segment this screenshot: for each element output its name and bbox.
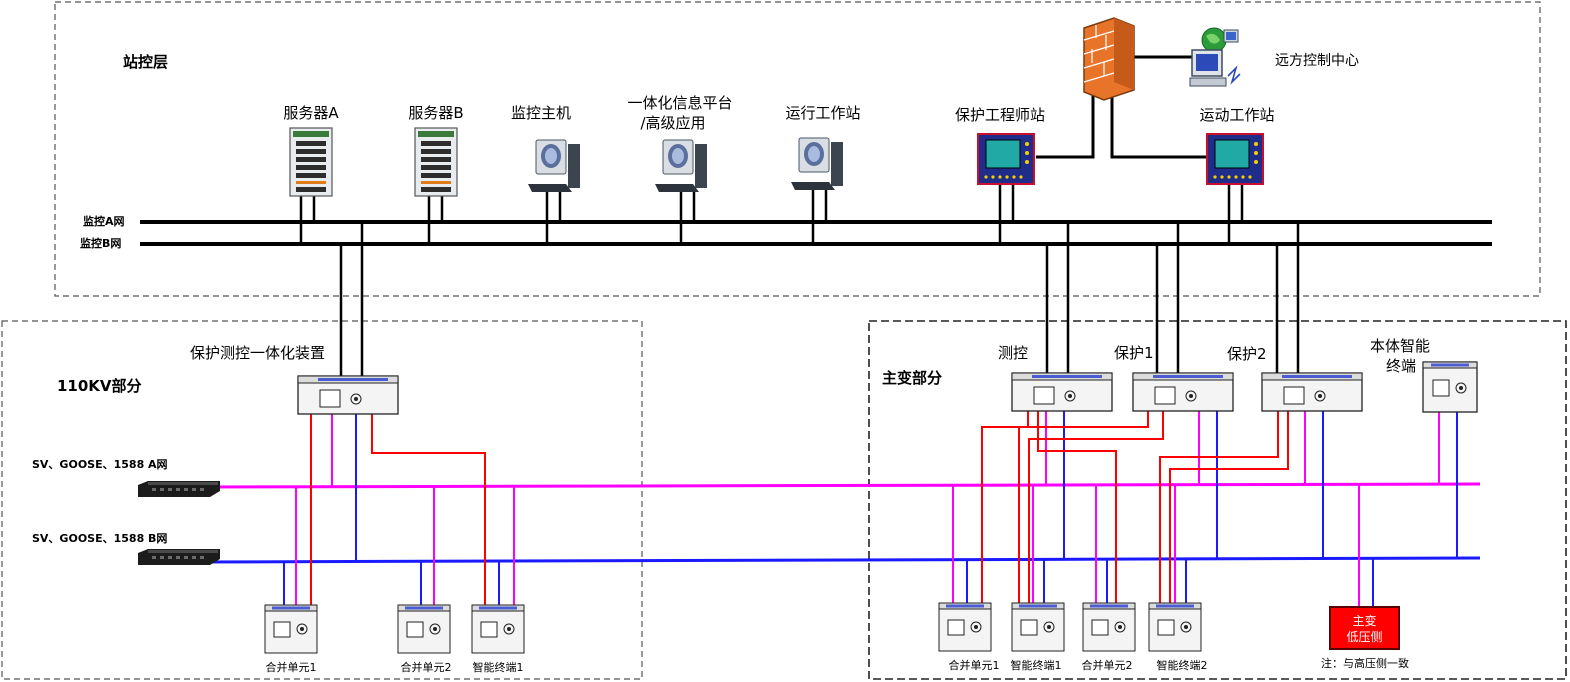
field-unit-icon bbox=[1082, 602, 1136, 652]
kv110-mu2-label: 合并单元2 bbox=[400, 661, 452, 674]
lv-box-line1: 主变 bbox=[1352, 614, 1377, 628]
lv-box-line2: 低压侧 bbox=[1346, 630, 1383, 644]
prot1-label: 保护1 bbox=[1114, 344, 1154, 362]
kv110-it1-label: 智能终端1 bbox=[472, 661, 524, 674]
protection-device-icon bbox=[1132, 372, 1234, 412]
field-unit-icon bbox=[264, 604, 318, 654]
server-a-label: 服务器A bbox=[283, 104, 339, 122]
remote-center-icon bbox=[1189, 27, 1241, 87]
computer-icon bbox=[528, 139, 580, 192]
body-terminal-icon bbox=[1422, 361, 1478, 413]
transformer-lv-box: 主变 低压侧 bbox=[1329, 606, 1400, 650]
bus-b-label: 监控B网 bbox=[80, 237, 122, 250]
bus-trunks bbox=[339, 222, 1300, 377]
kv110-mu1-label: 合并单元1 bbox=[265, 661, 317, 674]
lv-note-label: 注：与高压侧一致 bbox=[1321, 657, 1409, 670]
prot2-label: 保护2 bbox=[1227, 345, 1267, 363]
tr-it1-label: 智能终端1 bbox=[1010, 659, 1062, 672]
server-b-label: 服务器B bbox=[408, 104, 464, 122]
protection-device-icon bbox=[297, 375, 399, 415]
net-b-line bbox=[199, 556, 1481, 564]
tr-mu1-label: 合并单元1 bbox=[948, 659, 1000, 672]
bus-a-label: 监控A网 bbox=[83, 215, 125, 228]
net-b-label: SV、GOOSE、1588 B网 bbox=[32, 532, 168, 545]
body-terminal-label-1: 本体智能 bbox=[1369, 337, 1431, 355]
switch-icon bbox=[138, 549, 220, 565]
server-icon bbox=[414, 127, 458, 197]
field-unit-icon bbox=[397, 604, 451, 654]
field-unit-icon bbox=[1011, 602, 1065, 652]
tr-it2-label: 智能终端2 bbox=[1156, 659, 1208, 672]
field-unit-icon bbox=[1148, 602, 1202, 652]
platform-label-1: 一体化信息平台 bbox=[627, 94, 733, 112]
body-terminal-label-2: 终端 bbox=[1385, 357, 1417, 375]
station-layer-title: 站控层 bbox=[123, 53, 169, 71]
remote-center-label: 远方控制中心 bbox=[1275, 53, 1359, 69]
kv110-region bbox=[1, 320, 643, 680]
computer-icon bbox=[791, 137, 843, 190]
protection-eng-ws-label: 保护工程师站 bbox=[954, 106, 1046, 124]
measure-label: 测控 bbox=[998, 344, 1029, 362]
station-layer-region bbox=[54, 1, 1541, 297]
field-unit-icon bbox=[938, 602, 992, 652]
monitor-panel-icon bbox=[977, 133, 1035, 185]
integrated-device-label: 保护测控一体化装置 bbox=[190, 344, 326, 362]
monitor-panel-icon bbox=[1206, 133, 1264, 185]
net-a-line bbox=[199, 482, 1481, 489]
protection-device-icon bbox=[1011, 372, 1113, 412]
kv110-title: 110KV部分 bbox=[57, 377, 142, 395]
transformer-title: 主变部分 bbox=[882, 369, 943, 387]
monitor-host-label: 监控主机 bbox=[510, 104, 572, 122]
protection-device-icon bbox=[1261, 372, 1363, 412]
field-unit-icon bbox=[471, 604, 525, 654]
platform-label-2: /高级应用 bbox=[640, 114, 706, 132]
firewall-icon bbox=[1083, 17, 1135, 101]
server-icon bbox=[289, 127, 333, 197]
telecontrol-ws-label: 运动工作站 bbox=[1199, 106, 1275, 124]
net-a-label: SV、GOOSE、1588 A网 bbox=[32, 458, 168, 471]
transformer-region bbox=[868, 320, 1567, 680]
tr-mu2-label: 合并单元2 bbox=[1081, 659, 1133, 672]
station-droppers bbox=[299, 185, 1244, 244]
computer-icon bbox=[655, 139, 707, 192]
switch-icon bbox=[138, 481, 220, 497]
operator-ws-label: 运行工作站 bbox=[785, 104, 861, 122]
